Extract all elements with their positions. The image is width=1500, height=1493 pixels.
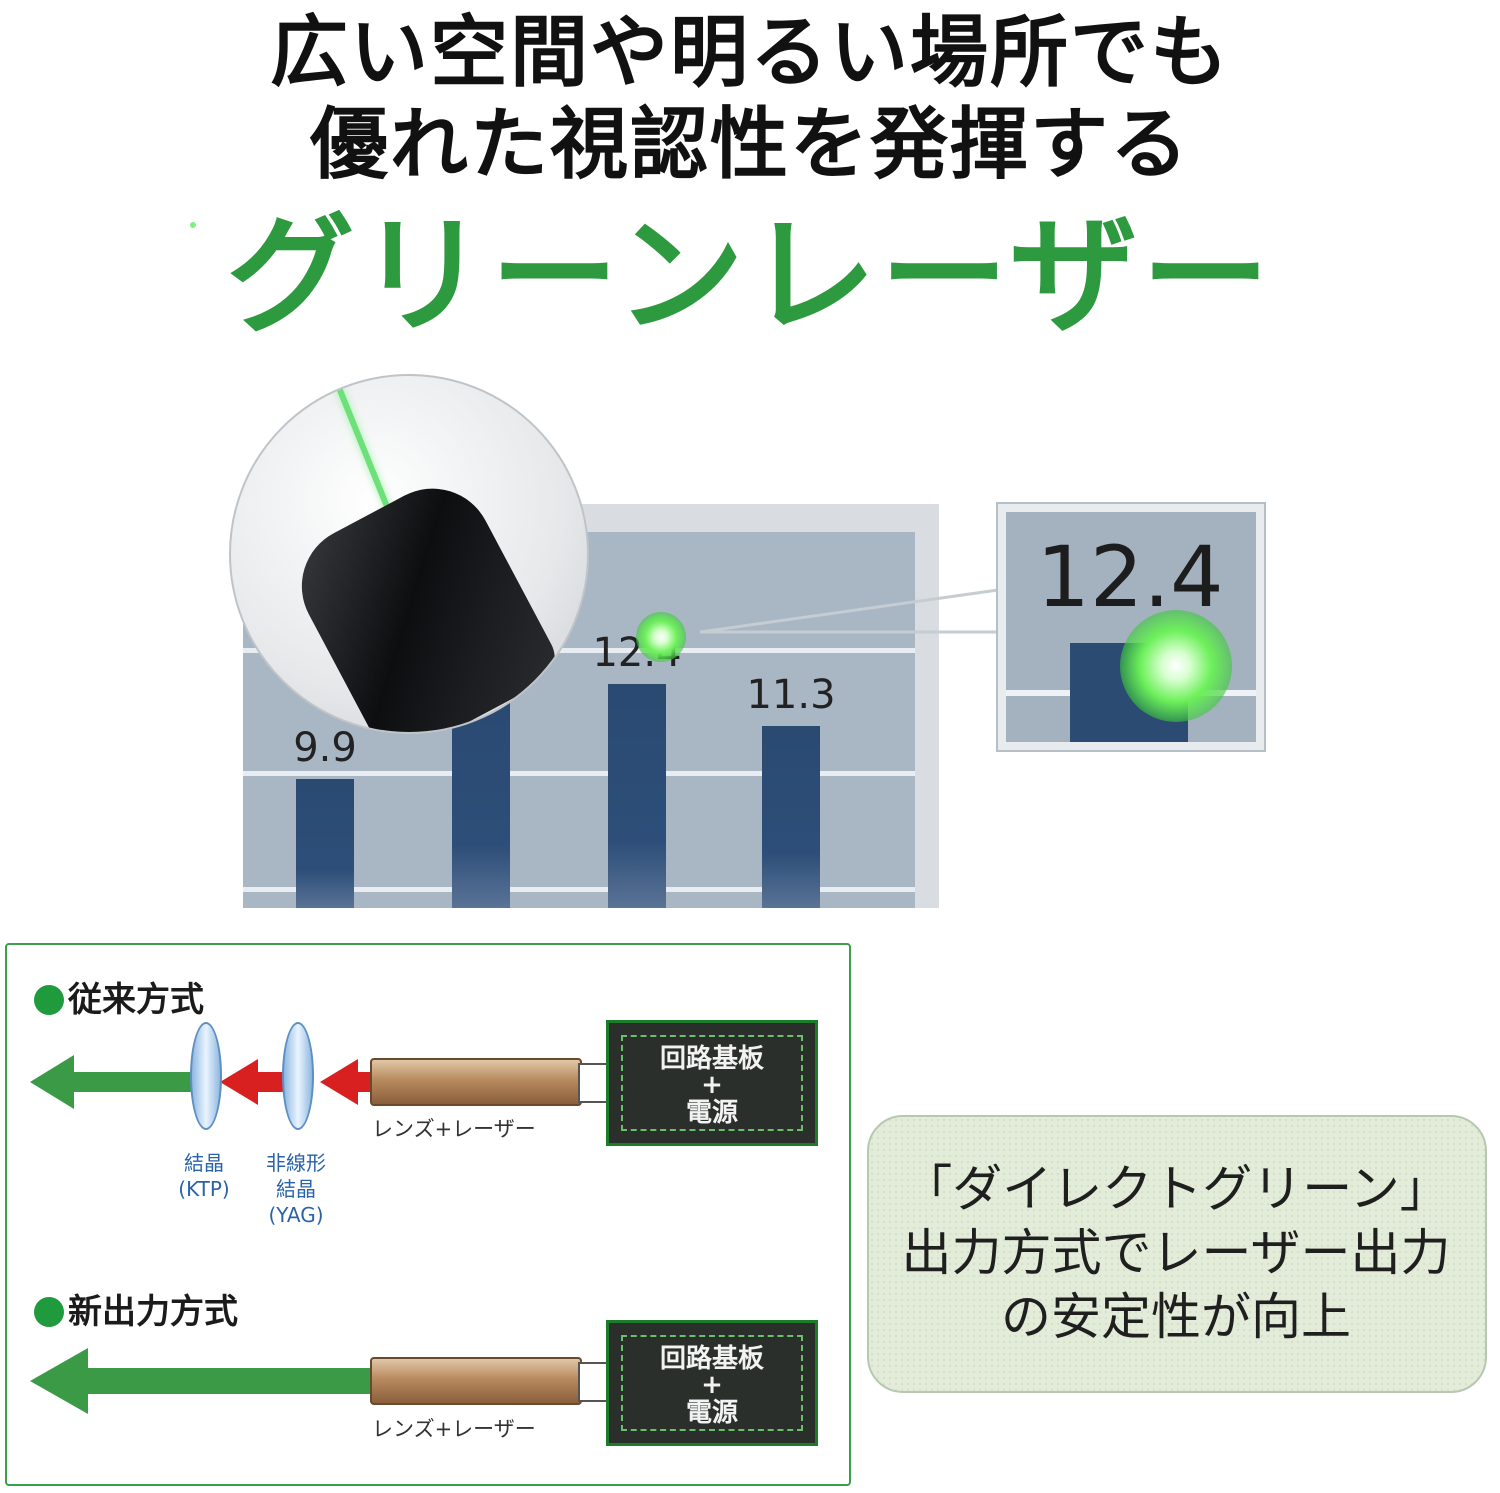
chart-bar (608, 683, 666, 908)
zoom-value-label: 12.4 (1036, 528, 1224, 626)
headline-line-1: 広い空間や明るい場所でも (269, 8, 1230, 98)
green-direct-arrow (30, 1348, 370, 1414)
note-line-3: の安定性が向上 (1001, 1288, 1351, 1346)
red-arrow-1 (220, 1059, 292, 1105)
green-laser-dot (636, 612, 686, 662)
conventional-beam-arrows (30, 1055, 375, 1109)
direct-green-note (867, 1115, 1487, 1393)
bullet-icon (34, 1297, 64, 1327)
note-line-2: 出力方式でレーザー出力 (901, 1224, 1451, 1282)
circuit-board-chip: 回路基板 + 電源 (606, 1320, 818, 1446)
bar-data-label: 11.3 (746, 671, 836, 718)
laser-beam (331, 376, 393, 516)
nonlinear-crystal-label: 非線形結晶(YAG) (266, 1151, 326, 1227)
zoom-connector (700, 588, 999, 634)
note-line-1: 「ダイレクトグリーン」 (902, 1160, 1450, 1218)
zoom-green-laser-dot (1120, 610, 1232, 722)
lens-laser-label: レンズ+レーザー (372, 1417, 536, 1441)
green-output-arrow (30, 1055, 200, 1109)
laser-pointer-magnifier (229, 374, 589, 734)
chart-bar (296, 778, 354, 908)
red-arrow-2 (320, 1059, 375, 1105)
chart-gridline (243, 887, 915, 892)
bullet-icon (34, 985, 64, 1015)
crystal-label: 結晶(KTP) (178, 1151, 230, 1201)
chart-bar (762, 725, 820, 908)
chart-gridline (243, 648, 915, 653)
circuit-board-chip: 回路基板 + 電源 (606, 1020, 818, 1146)
headline-line-2: 優れた視認性を発揮する (309, 100, 1190, 190)
new-beam-arrow (30, 1348, 370, 1414)
bar-data-label: 9.9 (293, 724, 357, 771)
chart-gridline (243, 771, 915, 776)
conventional-method-title: 従来方式 (34, 972, 204, 1021)
new-method-title: 新出力方式 (34, 1284, 238, 1333)
lens-laser-tube (370, 1058, 582, 1106)
headline-green-laser: グリーンレーザー (226, 202, 1274, 351)
lens-laser-label: レンズ+レーザー (372, 1117, 536, 1141)
lens-laser-tube (370, 1357, 582, 1405)
ktp-crystal-lens (190, 1022, 222, 1130)
tube-connector (578, 1063, 610, 1103)
laser-aperture (190, 222, 196, 228)
chart-bar (452, 699, 510, 908)
yag-crystal-lens (282, 1022, 314, 1130)
